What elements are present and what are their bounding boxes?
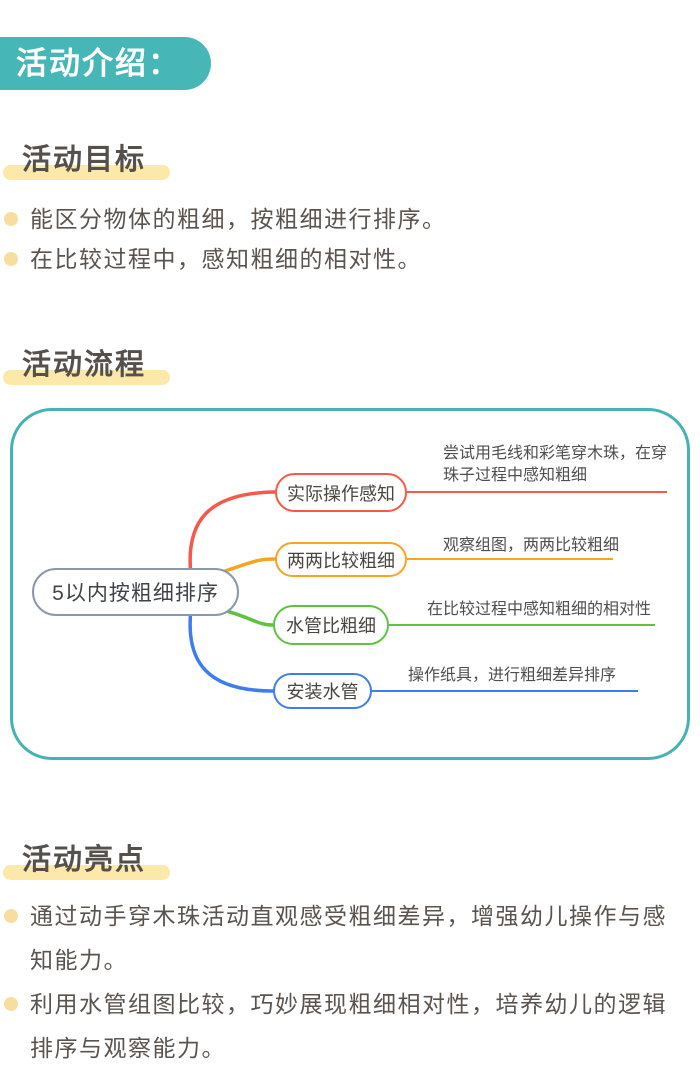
process-heading: 活动流程 xyxy=(3,341,171,385)
mindmap-branch-node-1: 实际操作感知 xyxy=(275,473,407,512)
highlights-bullet-2: 利用水管组图比较，巧妙展现粗细相对性，培养幼儿的逻辑排序与观察能力。 xyxy=(30,991,667,1061)
goals-bullet-1: 能区分物体的粗细，按粗细进行排序。 xyxy=(30,206,447,232)
goals-heading-text: 活动目标 xyxy=(22,144,147,176)
bullet-dot-icon xyxy=(4,212,18,226)
section-badge-activity-intro: 活动介绍： xyxy=(0,37,211,90)
mindmap-branch-note-4: 操作纸具，进行粗细差异排序 xyxy=(408,667,617,684)
list-item: 能区分物体的粗细，按粗细进行排序。 xyxy=(4,199,684,239)
list-item: 通过动手穿木珠活动直观感受粗细差异，增强幼儿操作与感知能力。 xyxy=(4,894,680,982)
highlights-bullet-list: 通过动手穿木珠活动直观感受粗细差异，增强幼儿操作与感知能力。 利用水管组图比较，… xyxy=(4,894,680,1070)
list-item: 在比较过程中，感知粗细的相对性。 xyxy=(4,239,684,279)
mindmap-branch-note-1: 尝试用毛线和彩笔穿木珠，在穿珠子过程中感知粗细 xyxy=(443,445,668,484)
bullet-dot-icon xyxy=(4,909,18,923)
mindmap-connectors xyxy=(188,490,667,693)
branch-curve-green xyxy=(221,608,275,627)
goals-heading: 活动目标 xyxy=(3,136,171,180)
mindmap-branch-node-2: 两两比较粗细 xyxy=(275,542,407,577)
list-item: 利用水管组图比较，巧妙展现粗细相对性，培养幼儿的逻辑排序与观察能力。 xyxy=(4,982,680,1070)
mindmap-branch-node-4: 安装水管 xyxy=(273,673,372,709)
bullet-dot-icon xyxy=(4,252,18,266)
mindmap-branch-note-3: 在比较过程中感知粗细的相对性 xyxy=(427,601,652,618)
branch-curve-blue xyxy=(188,607,275,693)
process-heading-text: 活动流程 xyxy=(22,349,147,381)
branch-curve-orange xyxy=(223,557,277,573)
process-heading-highlight xyxy=(3,370,171,385)
process-mindmap: 5以内按粗细排序 实际操作感知 两两比较粗细 水管比粗细 安装水管 尝试用毛线和… xyxy=(10,408,690,760)
highlights-heading: 活动亮点 xyxy=(3,836,171,880)
highlights-bullet-1: 通过动手穿木珠活动直观感受粗细差异，增强幼儿操作与感知能力。 xyxy=(30,903,667,973)
highlights-heading-highlight xyxy=(3,865,171,880)
highlights-heading-text: 活动亮点 xyxy=(22,844,147,876)
branch-curve-red xyxy=(188,490,277,578)
bullet-dot-icon xyxy=(4,997,18,1011)
mindmap-branch-note-2: 观察组图，两两比较粗细 xyxy=(443,537,620,554)
goals-bullet-2: 在比较过程中，感知粗细的相对性。 xyxy=(30,246,422,272)
goals-heading-highlight xyxy=(3,165,171,180)
mindmap-branch-node-3: 水管比粗细 xyxy=(273,605,389,645)
goals-bullet-list: 能区分物体的粗细，按粗细进行排序。 在比较过程中，感知粗细的相对性。 xyxy=(4,199,684,279)
mindmap-root-node: 5以内按粗细排序 xyxy=(32,568,239,616)
